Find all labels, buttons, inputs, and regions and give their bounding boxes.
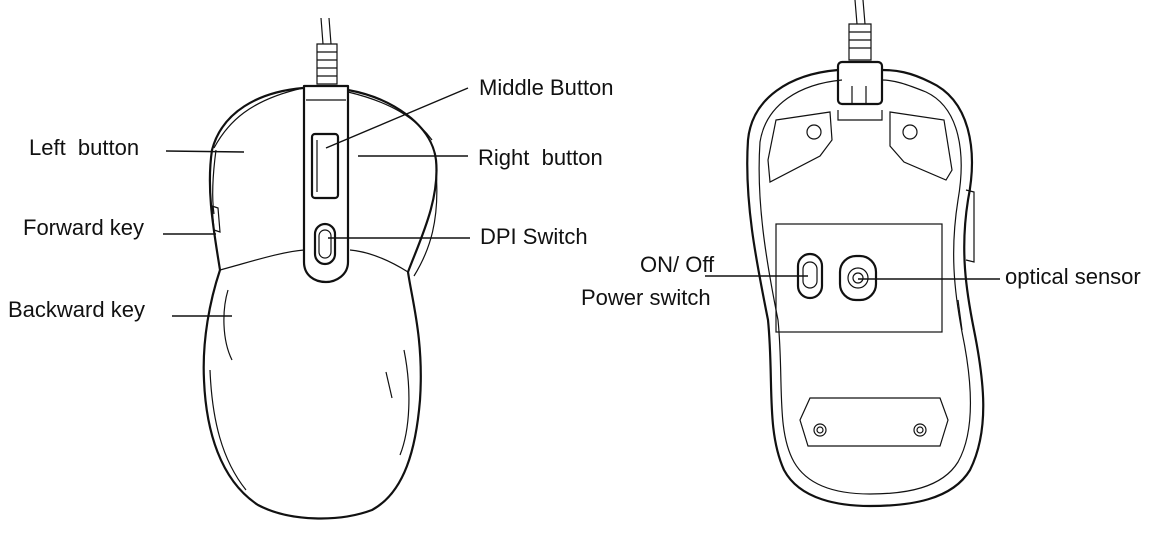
bottom-leaders (705, 275, 1000, 280)
optical-sensor-shape (838, 254, 878, 302)
bottom-shell-outline (746, 68, 985, 508)
top-shell-inner-left (211, 149, 221, 233)
bottom-side-right (957, 189, 975, 331)
optical-sensor-lens (847, 267, 869, 289)
power-switch-inner (802, 261, 818, 289)
skate-bottom-screw-right (913, 423, 927, 437)
dpi-button-shape (313, 222, 337, 266)
top-panel-right-edge (347, 91, 433, 141)
top-shell-inner-left-low (209, 289, 247, 491)
label-backward-key: Backward key (8, 297, 145, 322)
label-forward-key: Forward key (23, 215, 144, 240)
skate-top-left (767, 111, 833, 183)
top-cable-strain-relief (316, 43, 338, 85)
bottom-cable-strain-relief (848, 23, 872, 61)
label-left-button: Left button (29, 135, 139, 160)
leader-middle-button (325, 87, 469, 149)
dpi-button-inner (318, 229, 332, 259)
scroll-wheel (310, 132, 340, 200)
top-shell-outline (202, 86, 438, 520)
sensor-plate (775, 223, 943, 333)
top-cable (320, 17, 332, 45)
label-optical-sensor: optical sensor (1005, 264, 1141, 289)
top-panel-left-edge (213, 87, 304, 149)
label-dpi-switch: DPI Switch (480, 224, 588, 249)
label-power-switch: Power switch (581, 285, 711, 310)
left-right-split (219, 249, 409, 273)
skate-top-right-hole (902, 124, 918, 140)
center-strip (302, 84, 350, 284)
optical-sensor-lens-inner (852, 272, 864, 284)
mouse-top-view (202, 17, 438, 520)
bottom-shell-rim (758, 79, 972, 495)
skate-bottom (799, 397, 949, 447)
bottom-cable-exit-inner (851, 86, 867, 104)
label-on-off: ON/ Off (640, 252, 715, 277)
leader-left-button (165, 150, 245, 153)
skate-bottom-screw-left-inner (816, 426, 824, 434)
skate-bottom-screw-right-inner (916, 426, 924, 434)
skate-top-right (889, 111, 953, 181)
top-leaders (163, 87, 470, 317)
label-right-button: Right button (478, 145, 603, 170)
bottom-cable (854, 0, 866, 25)
skate-top-left-hole (806, 124, 822, 140)
bottom-shell-inner (837, 110, 883, 121)
label-middle-button: Middle Button (479, 75, 614, 100)
skate-bottom-screw-left (813, 423, 827, 437)
bottom-cable-exit (836, 60, 884, 106)
top-shell-inner-right (385, 169, 438, 456)
mouse-bottom-view (746, 0, 985, 508)
